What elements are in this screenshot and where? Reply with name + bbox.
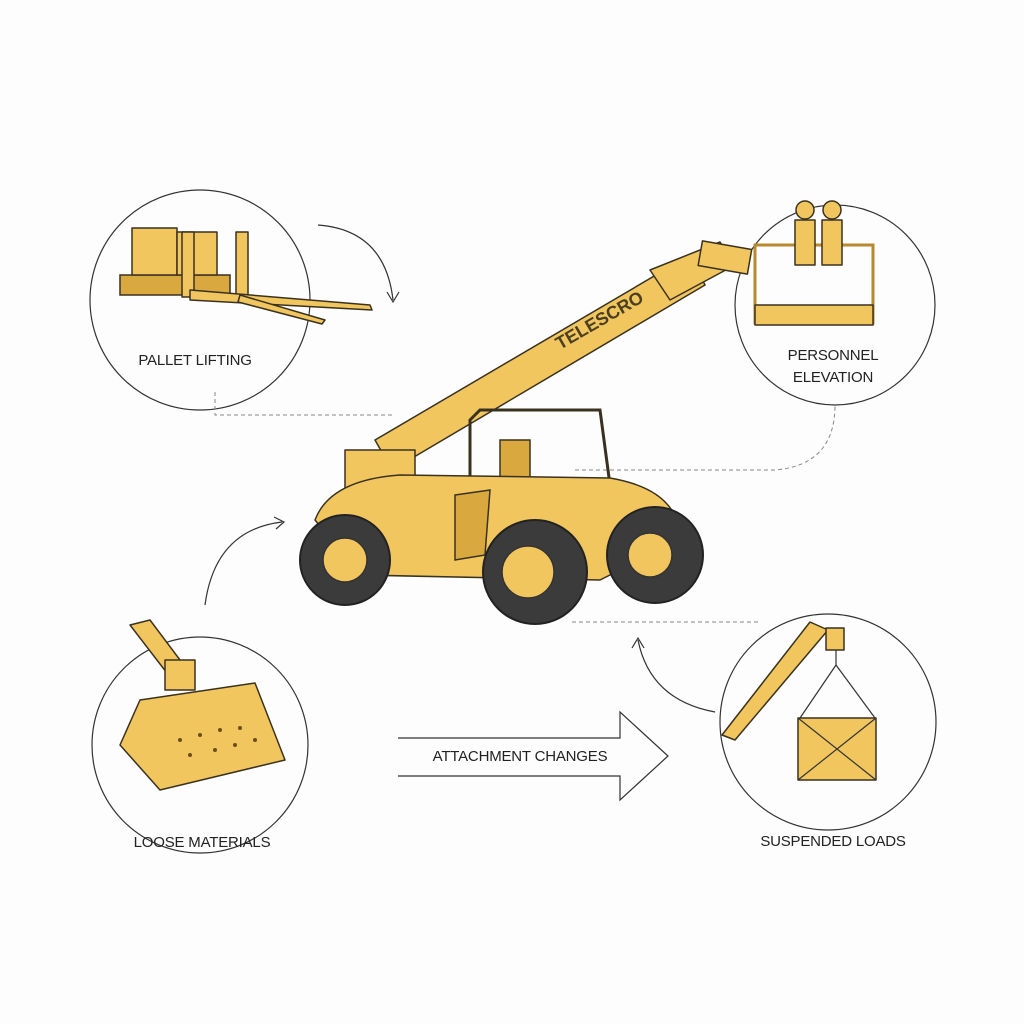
- suspended-loads-circle: [719, 613, 937, 831]
- attachment-changes-arrow: [398, 710, 669, 802]
- connector-pallet: [214, 392, 395, 416]
- curved-arrow-icon: [317, 224, 394, 301]
- boom: [374, 254, 706, 471]
- label-pallet-lifting: PALLET LIFTING: [138, 352, 252, 369]
- label-personnel-elevation: PERSONNEL ELEVATION: [788, 345, 879, 389]
- curved-arrow-icon: [204, 521, 283, 606]
- label-suspended-loads: SUSPENDED LOADS: [760, 833, 906, 850]
- label-line: PERSONNEL: [787, 347, 879, 364]
- label-attachment-changes: ATTACHMENT CHANGES: [432, 748, 608, 765]
- crane-hook-crate-icon: [721, 621, 877, 781]
- pallet-forks-icon: [119, 227, 373, 325]
- label-loose-materials: LOOSE MATERIALS: [133, 834, 271, 851]
- bucket-icon: [119, 619, 286, 791]
- curved-arrow-icon: [637, 639, 716, 713]
- loose-materials-circle: [91, 636, 309, 854]
- connector-personnel: [575, 404, 836, 471]
- label-line: ELEVATION: [792, 369, 874, 386]
- telehandler-illustration: TELESCRO: [299, 240, 753, 625]
- work-platform-icon: [753, 200, 875, 326]
